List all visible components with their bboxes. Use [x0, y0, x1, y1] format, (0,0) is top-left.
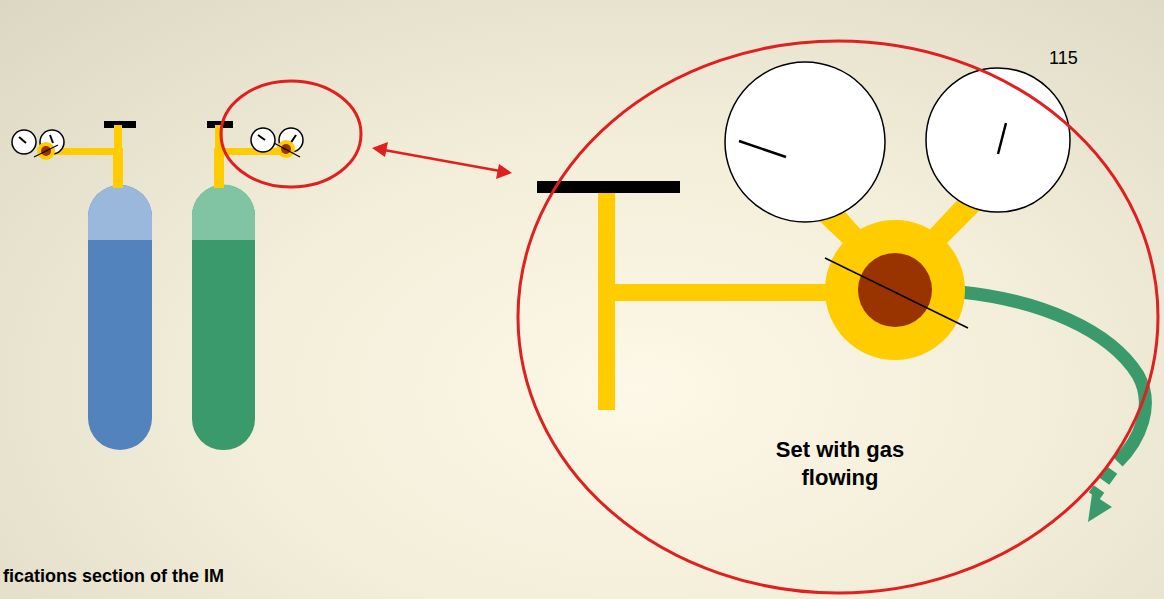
highlight-circle [221, 81, 361, 187]
enlarged-regulator [537, 62, 1145, 522]
green-cylinder [192, 121, 303, 450]
zoom-ellipse: Set with gas flowing [515, 38, 1161, 596]
gauge-reading: 115 [1049, 48, 1078, 69]
footnote-text: fications section of the IM [3, 566, 224, 587]
zoom-arrow [372, 142, 512, 179]
ellipse-outline [515, 38, 1161, 596]
blue-cylinder [12, 121, 152, 450]
instruction-text: Set with gas flowing [750, 436, 930, 491]
